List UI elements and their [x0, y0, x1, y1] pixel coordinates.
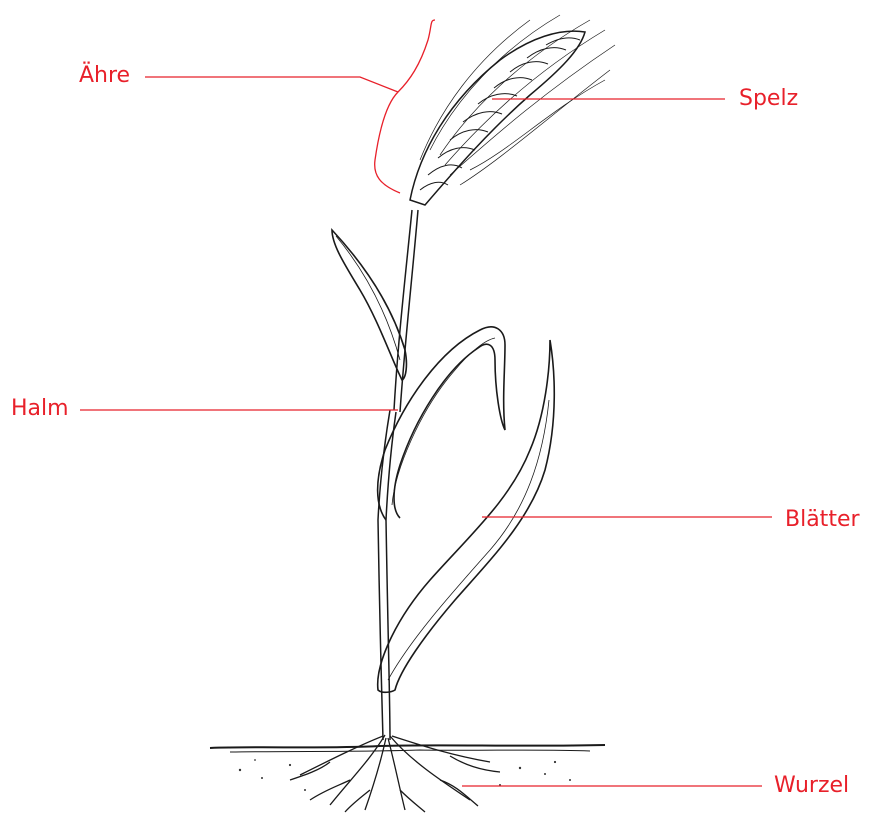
upper-leaf	[332, 230, 406, 380]
ahre-leader	[145, 77, 398, 92]
label-halm: Halm	[11, 398, 69, 420]
leader-lines	[80, 20, 772, 786]
label-spelz: Spelz	[739, 88, 798, 110]
label-wurzel: Wurzel	[774, 775, 849, 797]
ground-line-secondary	[230, 750, 590, 752]
lower-leaf	[378, 340, 555, 692]
ahre-bracket	[375, 20, 435, 193]
label-ahre: Ähre	[79, 65, 130, 87]
label-blatter: Blätter	[785, 509, 860, 531]
middle-leaf-vein	[392, 338, 495, 505]
ground-line	[210, 745, 605, 748]
ear	[410, 15, 615, 205]
upper-leaf-vein	[336, 236, 400, 360]
lower-leaf-vein	[388, 400, 549, 680]
middle-leaf	[378, 327, 505, 520]
